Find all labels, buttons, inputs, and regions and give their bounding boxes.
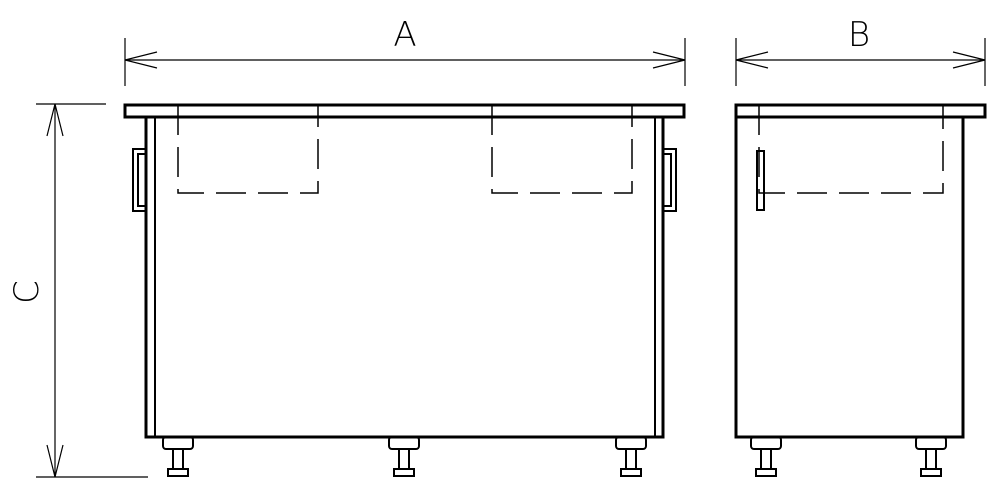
arrow-right-icon <box>952 51 986 69</box>
dimension-b: B <box>735 15 986 86</box>
hidden-sink-left <box>177 105 319 194</box>
cabinet-body <box>734 115 965 439</box>
arrow-right-icon <box>652 51 686 69</box>
foot-front-left <box>162 436 194 477</box>
front-view: A C <box>7 15 686 478</box>
arrow-up-icon <box>46 103 64 137</box>
foot-front-right <box>615 436 647 477</box>
arrow-left-icon <box>124 51 158 69</box>
cabinet-body <box>144 115 665 439</box>
side-handle <box>756 150 765 211</box>
foot-side-right <box>915 436 947 477</box>
foot-side-left <box>750 436 782 477</box>
dimension-label-a: A <box>393 15 416 55</box>
arrow-left-icon <box>735 51 769 69</box>
dimension-a: A <box>124 15 686 86</box>
dimension-c: C <box>7 103 148 478</box>
side-view: B <box>734 15 987 477</box>
hidden-sink-right <box>491 105 633 194</box>
foot-front-center <box>388 436 420 477</box>
countertop <box>123 103 686 119</box>
countertop <box>734 103 987 119</box>
right-handle <box>663 148 677 212</box>
arrow-down-icon <box>46 444 64 478</box>
hidden-sink <box>758 105 944 194</box>
dimension-label-b: B <box>848 15 870 55</box>
left-handle <box>132 148 146 212</box>
dimension-label-c: C <box>7 280 47 304</box>
